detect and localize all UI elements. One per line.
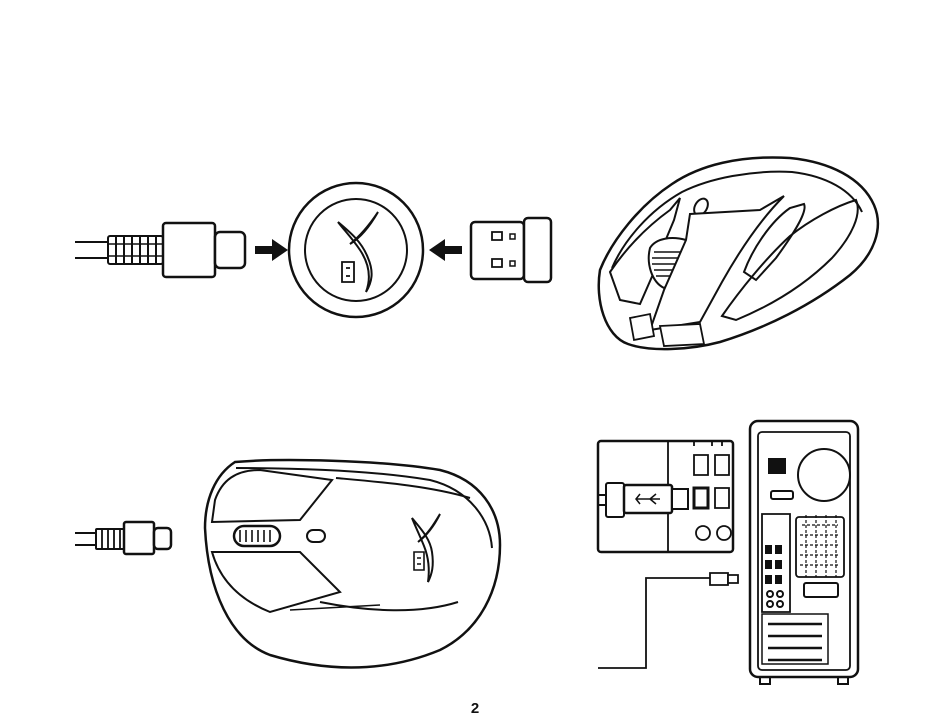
cable-strain-relief-2 — [96, 529, 124, 549]
page-number: 2 — [0, 700, 950, 717]
small-usb-plug — [710, 573, 738, 585]
power-socket — [768, 458, 786, 474]
pc-tower — [750, 421, 858, 684]
connector-line — [598, 578, 710, 668]
adapter-connection-figure — [75, 183, 551, 317]
usb-c-plug-small — [124, 522, 154, 554]
charging-cable — [75, 533, 96, 545]
pc-connection-figure — [598, 421, 858, 684]
scroll-wheel-top — [234, 526, 280, 546]
mouse-charging-figure — [75, 460, 500, 667]
mouse-perspective-figure — [599, 157, 878, 349]
usb-c-cable — [75, 242, 108, 258]
usb-dongle — [471, 218, 551, 282]
usb-c-plug-housing — [163, 223, 215, 277]
dpi-button-top — [307, 530, 325, 542]
hyperx-adapter — [289, 183, 423, 317]
arrow-left-icon — [429, 239, 462, 261]
usb-c-plug-tip — [215, 232, 245, 268]
cable-strain-relief — [108, 236, 163, 264]
arrow-right-icon — [255, 239, 288, 261]
